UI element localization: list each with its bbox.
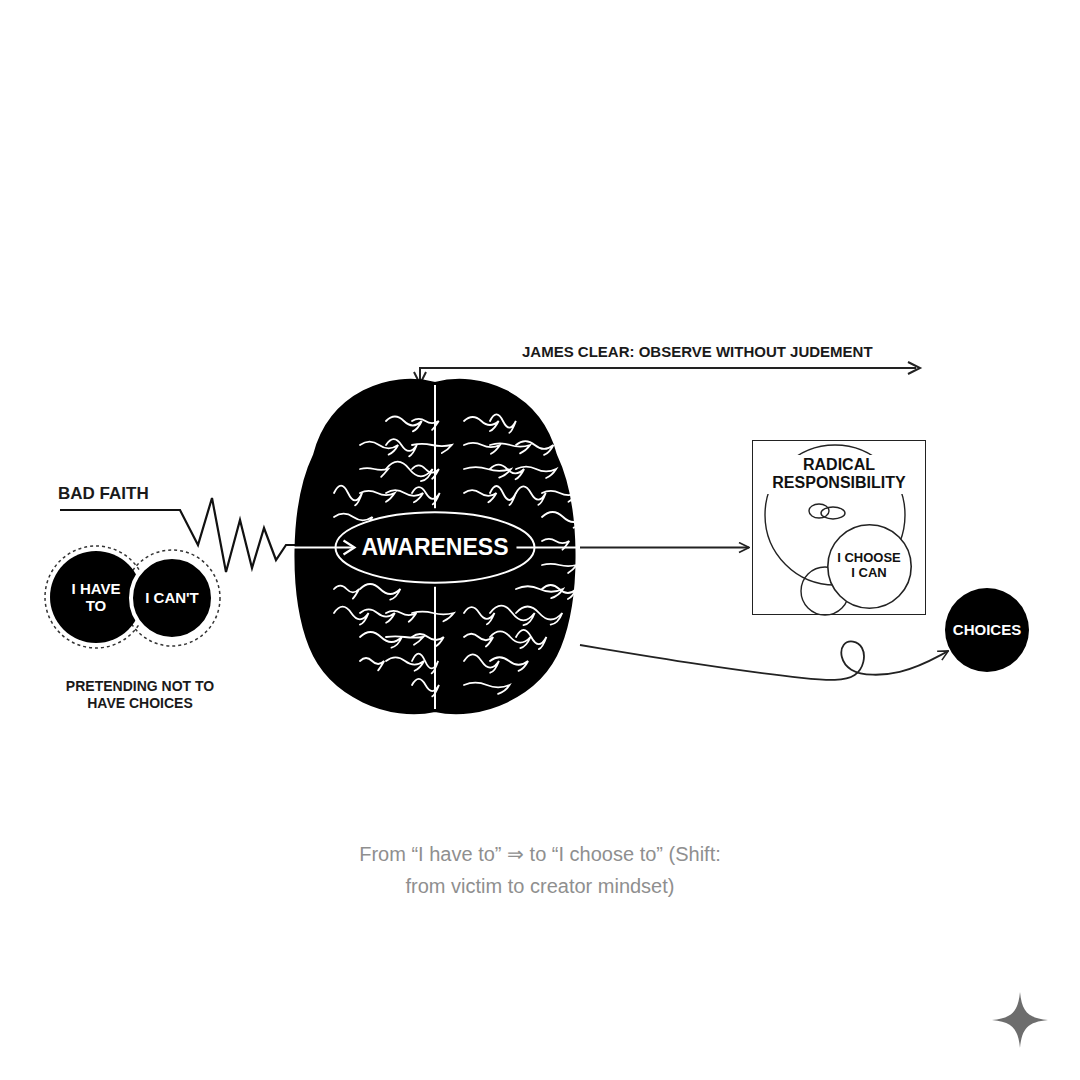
brain-fold (516, 630, 546, 649)
brain-fold (490, 414, 516, 432)
brain-fold (386, 636, 423, 644)
brain-fold (386, 439, 417, 456)
choice-circle: I CAN'T (129, 555, 215, 641)
note-label: PRETENDING NOT TO HAVE CHOICES (52, 678, 228, 712)
brain-fold (412, 634, 444, 646)
quote-label: JAMES CLEAR: OBSERVE WITHOUT JUDEMENT (522, 343, 922, 361)
choices-circle: CHOICES (945, 588, 1029, 672)
brain-fold (516, 486, 546, 504)
node-text: I HAVE TO (64, 580, 128, 615)
circle-shape (50, 551, 142, 643)
brain-fold (360, 491, 395, 502)
brain-fold (412, 612, 454, 622)
choice-circle: I HAVE TO (50, 551, 142, 643)
brain-fold (386, 490, 423, 502)
connector (580, 547, 749, 549)
choose-circle: I CHOOSE I CAN (827, 524, 912, 609)
brain-gyri (334, 414, 584, 696)
brain-fold (334, 486, 362, 506)
brain-fold (464, 683, 510, 694)
brain-fold (464, 654, 499, 672)
brain-fold (386, 462, 433, 481)
dashed-outline (124, 550, 220, 646)
connector (580, 641, 948, 679)
brain-fold (386, 657, 424, 670)
brain-fold (516, 441, 553, 455)
brain-fold (464, 490, 496, 502)
brain-fold (464, 467, 511, 477)
arrow-head (908, 362, 920, 374)
brain-fold (464, 607, 494, 624)
awareness-lens (336, 512, 535, 582)
brain-fold (464, 417, 499, 431)
brain-node: AWARENESS (290, 375, 580, 720)
brain-fold (490, 443, 530, 453)
responsibility-box: RADICAL RESPONSIBILITY I CHOOSE I CAN (752, 440, 926, 615)
node-text: I CHOOSE I CAN (834, 551, 904, 581)
node-text: RADICAL RESPONSIBILITY (756, 455, 922, 494)
brain-fold (334, 607, 369, 625)
awareness-out-line (516, 546, 580, 548)
circle-shape (131, 557, 213, 639)
loop-knot (821, 507, 845, 519)
observe-arrow-line (420, 368, 916, 382)
brain-fold (360, 658, 384, 670)
brain-fold (490, 606, 535, 625)
brain-fold (360, 584, 400, 600)
brain-fold (360, 632, 402, 648)
brain-fold (490, 631, 530, 648)
brain-fold (412, 444, 452, 453)
node-text: AWARENESS (362, 534, 509, 560)
brain-fold (334, 586, 359, 599)
brain-fold (490, 657, 528, 671)
caption: From “I have to” ⇒ to “I choose to” (Shi… (340, 838, 740, 902)
node-text: CHOICES (953, 621, 1021, 638)
brain-fold (542, 585, 577, 599)
node-text: I CAN'T (145, 589, 199, 606)
brain-fold (360, 442, 398, 455)
brain-fold (360, 468, 388, 477)
arrow-head (344, 541, 355, 555)
brain-fold (516, 606, 562, 624)
bad-faith-label: BAD FAITH (58, 484, 198, 504)
brain-fold (490, 486, 516, 505)
loop-knot (809, 504, 829, 518)
brain-fold (542, 512, 584, 528)
brain-fold (464, 634, 493, 647)
brain-fold (516, 467, 556, 478)
brain-fold (542, 564, 577, 573)
brain-fold (542, 491, 577, 502)
brain-fold (516, 586, 563, 598)
circle-shape (827, 524, 910, 607)
bad-faith-arrow (290, 546, 354, 548)
circle-shape (945, 588, 1029, 672)
watermark-star (992, 992, 1048, 1048)
